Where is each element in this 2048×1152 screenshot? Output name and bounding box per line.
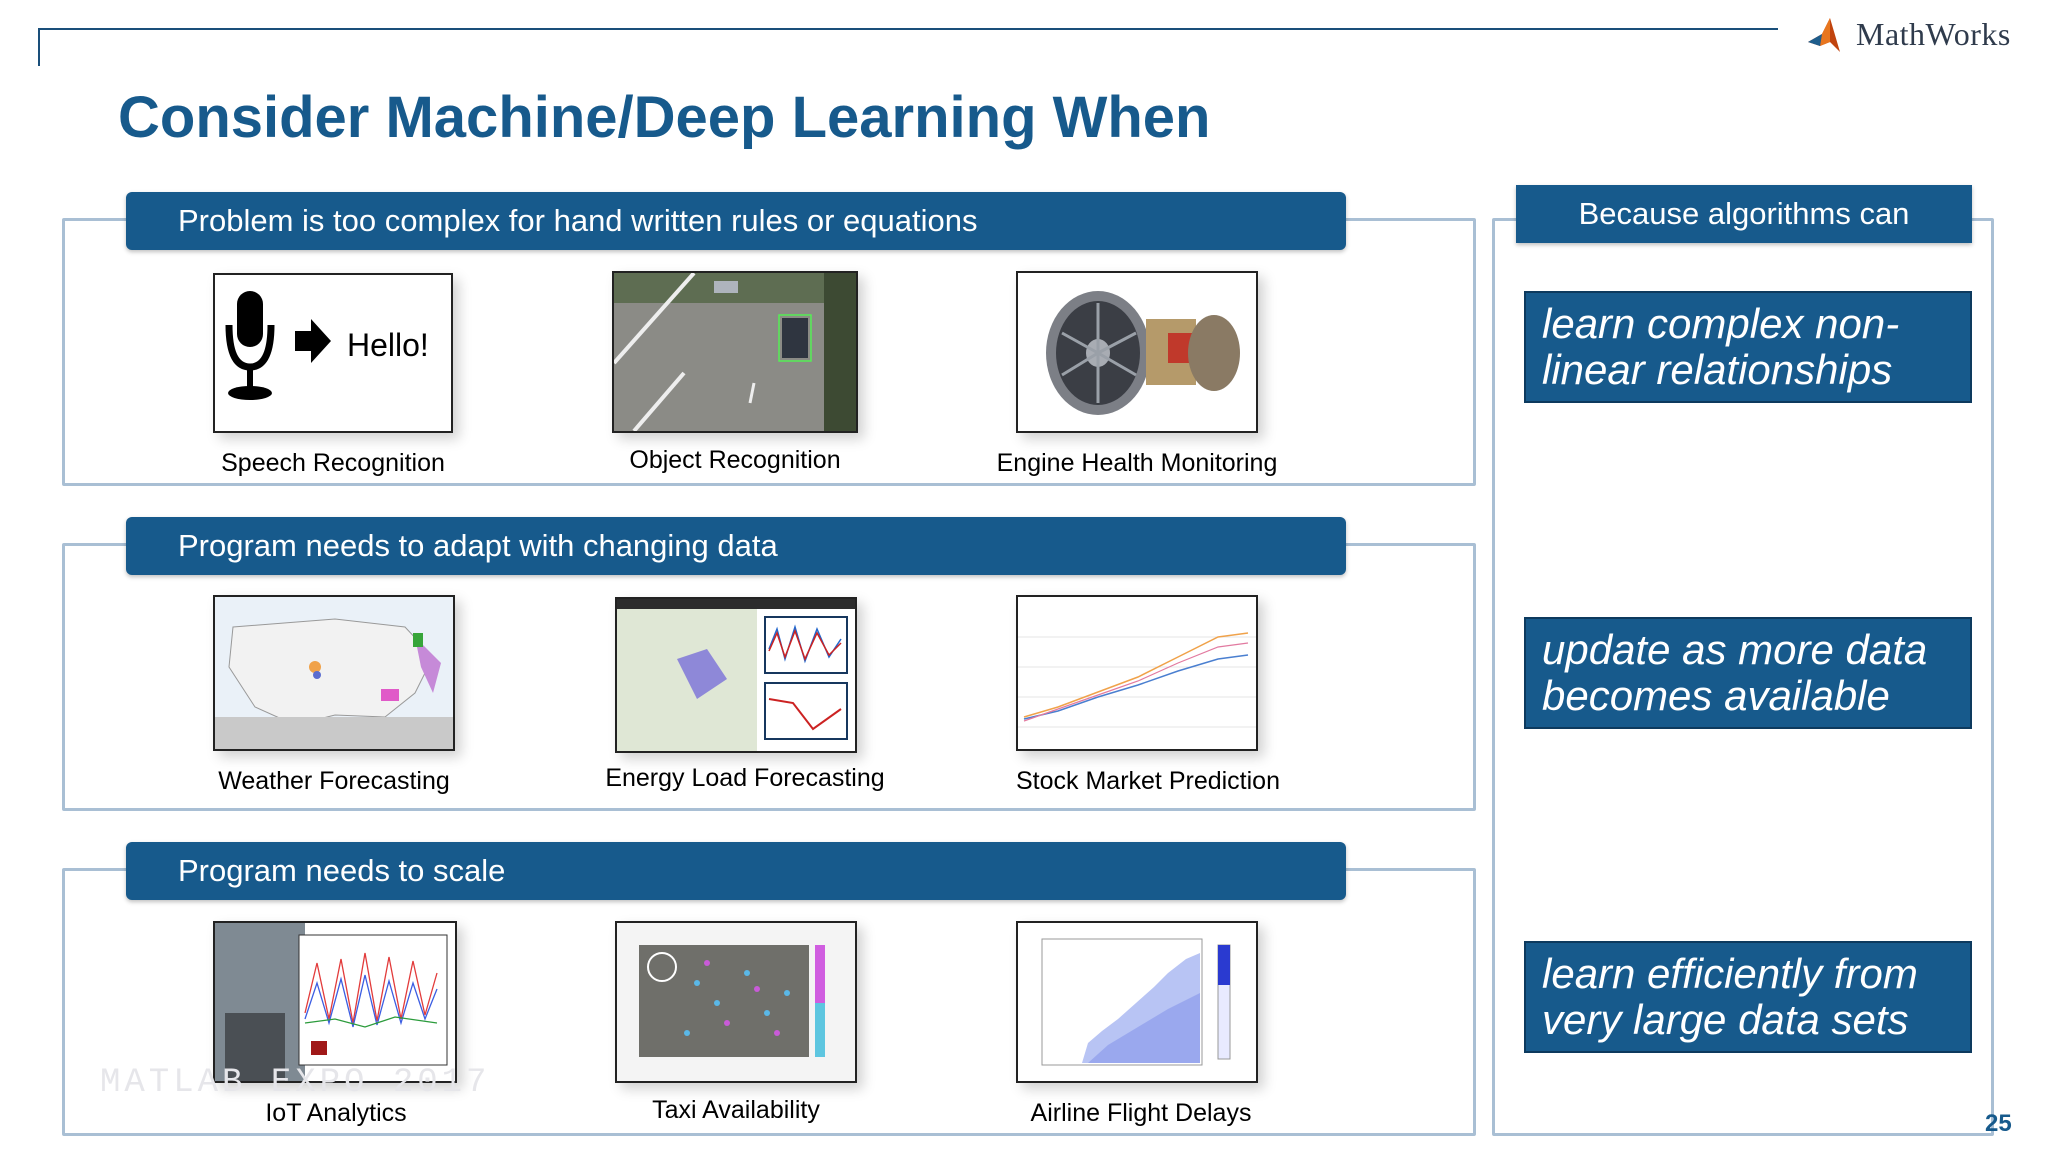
- side-banner: Because algorithms can: [1516, 185, 1972, 243]
- energy-load-thumbnail: [615, 597, 857, 753]
- stock-market-thumbnail: [1016, 595, 1258, 751]
- caption-weather-forecasting: Weather Forecasting: [218, 767, 450, 795]
- side-box-update: update as more data becomes available: [1524, 617, 1972, 729]
- section-banner-3: Program needs to scale: [126, 842, 1346, 900]
- weather-forecasting-thumbnail: [213, 595, 455, 751]
- caption-engine-health-monitoring: Engine Health Monitoring: [996, 449, 1278, 477]
- mathworks-logo: MathWorks: [1806, 8, 2026, 60]
- section-banner-1: Problem is too complex for hand written …: [126, 192, 1346, 250]
- page-number: 25: [1985, 1110, 2012, 1137]
- top-frame-corner: [38, 28, 40, 66]
- caption-airline-flight-delays: Airline Flight Delays: [1030, 1099, 1252, 1127]
- side-box-nonlinear: learn complex non-linear relationships: [1524, 291, 1972, 403]
- caption-iot-analytics: IoT Analytics: [265, 1099, 407, 1127]
- speech-recognition-thumbnail: Hello!: [213, 273, 453, 433]
- object-recognition-thumbnail: [612, 271, 858, 433]
- caption-speech-recognition: Speech Recognition: [221, 449, 445, 477]
- caption-object-recognition: Object Recognition: [629, 446, 841, 474]
- section-banner-2: Program needs to adapt with changing dat…: [126, 517, 1346, 575]
- slide-title: Consider Machine/Deep Learning When: [118, 85, 1211, 150]
- expo-watermark: MATLAB EXPO 2017: [100, 1064, 491, 1102]
- caption-stock-market-prediction: Stock Market Prediction: [1016, 767, 1280, 795]
- membrane-logo-icon: [1808, 18, 1840, 52]
- logo-text: MathWorks: [1856, 15, 2011, 52]
- iot-analytics-thumbnail: [213, 921, 457, 1083]
- side-box-scale: learn efficiently from very large data s…: [1524, 941, 1972, 1053]
- caption-energy-load-forecasting: Energy Load Forecasting: [605, 764, 885, 792]
- engine-health-thumbnail: [1016, 271, 1258, 433]
- airline-delays-thumbnail: [1016, 921, 1258, 1083]
- caption-taxi-availability: Taxi Availability: [652, 1096, 820, 1124]
- hello-text: Hello!: [347, 327, 429, 363]
- top-frame-line: [38, 28, 1778, 30]
- taxi-availability-thumbnail: [615, 921, 857, 1083]
